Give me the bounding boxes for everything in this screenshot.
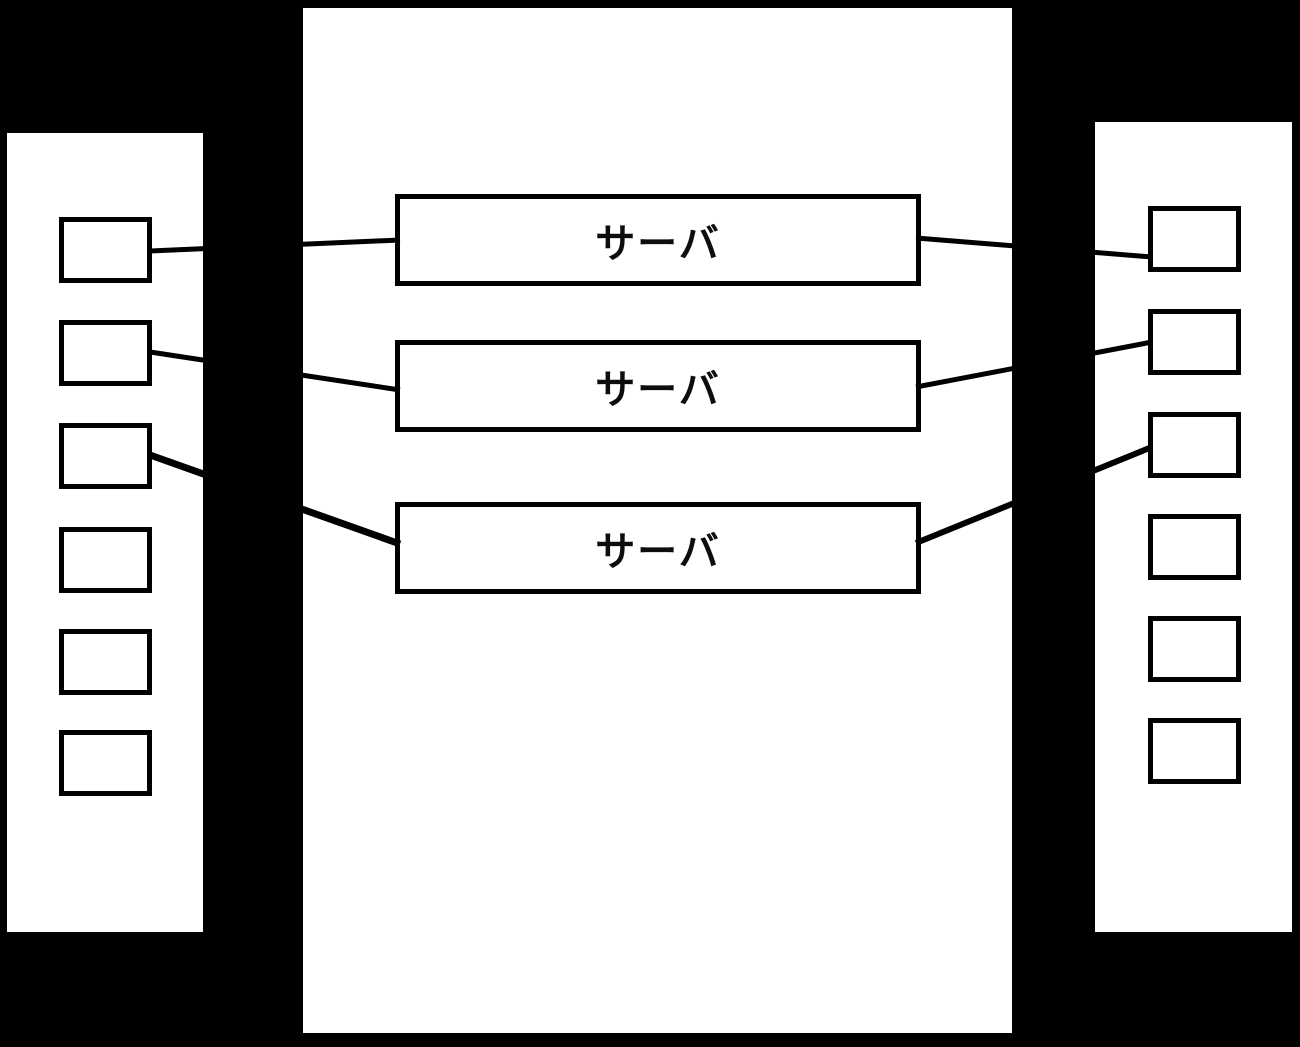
right-node-3 <box>1148 412 1241 478</box>
left-node-3 <box>59 423 152 489</box>
left-node-6 <box>59 730 152 796</box>
right-node-6 <box>1148 718 1241 784</box>
server-box-1: サーバ <box>395 194 921 286</box>
server-label: サーバ <box>595 529 721 575</box>
right-node-1 <box>1148 206 1241 272</box>
server-box-3: サーバ <box>395 502 921 594</box>
right-node-5 <box>1148 616 1241 682</box>
server-label: サーバ <box>595 367 721 413</box>
right-node-2 <box>1148 309 1241 375</box>
left-node-5 <box>59 629 152 695</box>
server-label: サーバ <box>595 221 721 267</box>
right-node-4 <box>1148 514 1241 580</box>
server-box-2: サーバ <box>395 340 921 432</box>
left-node-2 <box>59 320 152 386</box>
left-node-4 <box>59 527 152 593</box>
left-node-1 <box>59 217 152 283</box>
